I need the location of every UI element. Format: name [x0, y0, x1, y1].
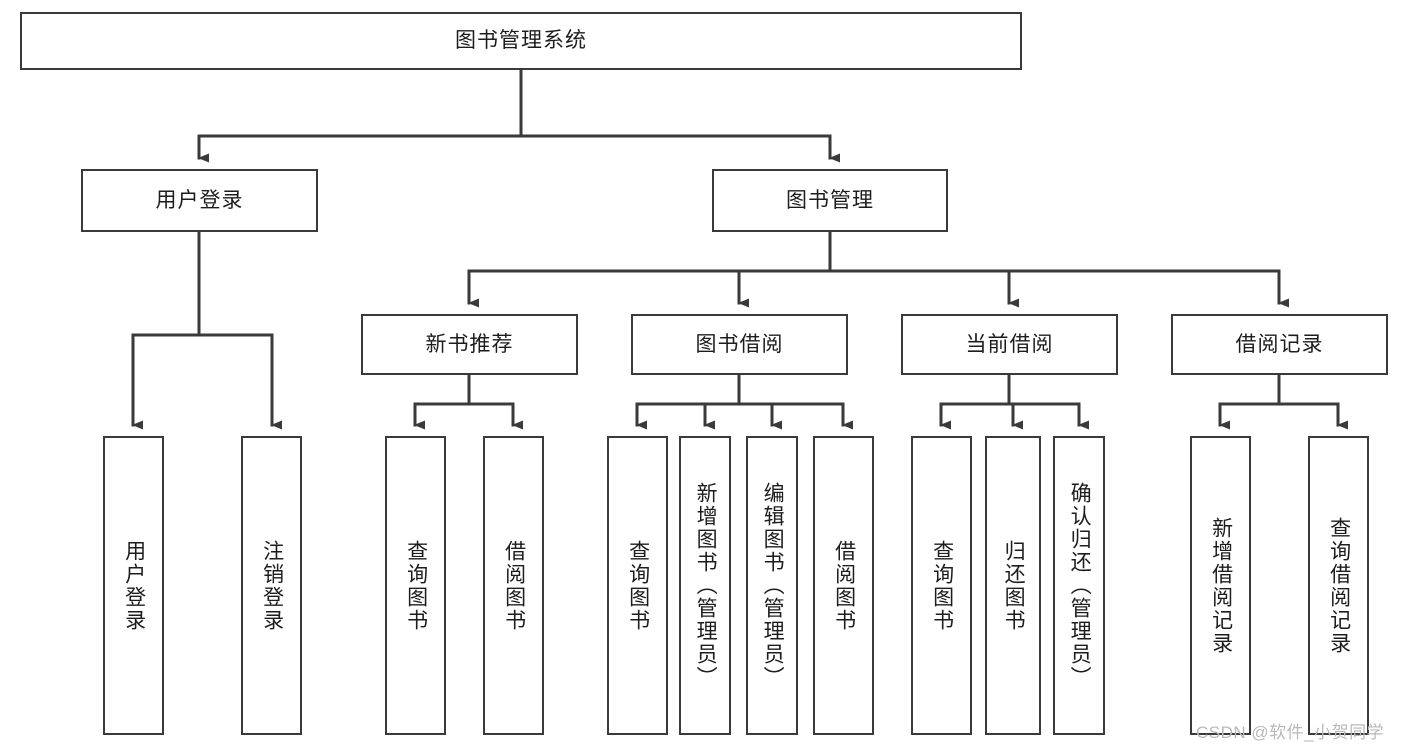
- node-label: 查询图书: [404, 539, 428, 632]
- node-label: 新增图书（管理员）: [694, 482, 718, 689]
- leaf-return-book[interactable]: 归还图书: [985, 436, 1041, 735]
- node-book-borrowing[interactable]: 图书借阅: [631, 314, 848, 375]
- leaf-add-book-admin[interactable]: 新增图书（管理员）: [679, 436, 731, 735]
- node-label: 注销登录: [260, 539, 284, 632]
- node-root-book-management-system[interactable]: 图书管理系统: [20, 12, 1022, 70]
- node-label: 用户登录: [155, 188, 244, 212]
- leaf-user-login[interactable]: 用户登录: [103, 436, 164, 735]
- leaf-borrow-books-recommendation[interactable]: 借阅图书: [483, 436, 544, 735]
- leaf-query-books-recommendation[interactable]: 查询图书: [385, 436, 446, 735]
- leaf-edit-book-admin[interactable]: 编辑图书（管理员）: [746, 436, 798, 735]
- node-label: 新增借阅记录: [1209, 516, 1233, 655]
- leaf-query-books-borrowing[interactable]: 查询图书: [607, 436, 668, 735]
- node-new-book-recommendation[interactable]: 新书推荐: [361, 314, 578, 375]
- node-label: 新书推荐: [425, 332, 514, 356]
- node-label: 用户登录: [122, 539, 146, 632]
- node-borrowing-records[interactable]: 借阅记录: [1171, 314, 1388, 375]
- node-user-login[interactable]: 用户登录: [81, 169, 318, 232]
- leaf-query-borrowing-record[interactable]: 查询借阅记录: [1308, 436, 1369, 735]
- node-label: 查询借阅记录: [1327, 516, 1351, 655]
- node-label: 图书借阅: [695, 332, 784, 356]
- node-label: 编辑图书（管理员）: [761, 482, 785, 689]
- node-label: 借阅图书: [502, 539, 526, 632]
- node-book-management[interactable]: 图书管理: [712, 169, 948, 232]
- node-label: 借阅记录: [1235, 332, 1324, 356]
- node-current-borrowing[interactable]: 当前借阅: [901, 314, 1118, 375]
- node-label: 图书管理系统: [455, 29, 587, 53]
- leaf-add-borrowing-record[interactable]: 新增借阅记录: [1190, 436, 1251, 735]
- node-label: 查询图书: [626, 539, 650, 632]
- node-label: 借阅图书: [832, 539, 856, 632]
- leaf-borrow-book[interactable]: 借阅图书: [813, 436, 874, 735]
- node-label: 归还图书: [1002, 539, 1026, 632]
- leaf-logout[interactable]: 注销登录: [241, 436, 302, 735]
- node-label: 查询图书: [930, 539, 954, 632]
- node-label: 当前借阅: [965, 332, 1054, 356]
- node-label: 确认归还（管理员）: [1068, 482, 1092, 689]
- leaf-confirm-return-admin[interactable]: 确认归还（管理员）: [1053, 436, 1105, 735]
- leaf-query-books-current[interactable]: 查询图书: [911, 436, 972, 735]
- node-label: 图书管理: [786, 188, 874, 212]
